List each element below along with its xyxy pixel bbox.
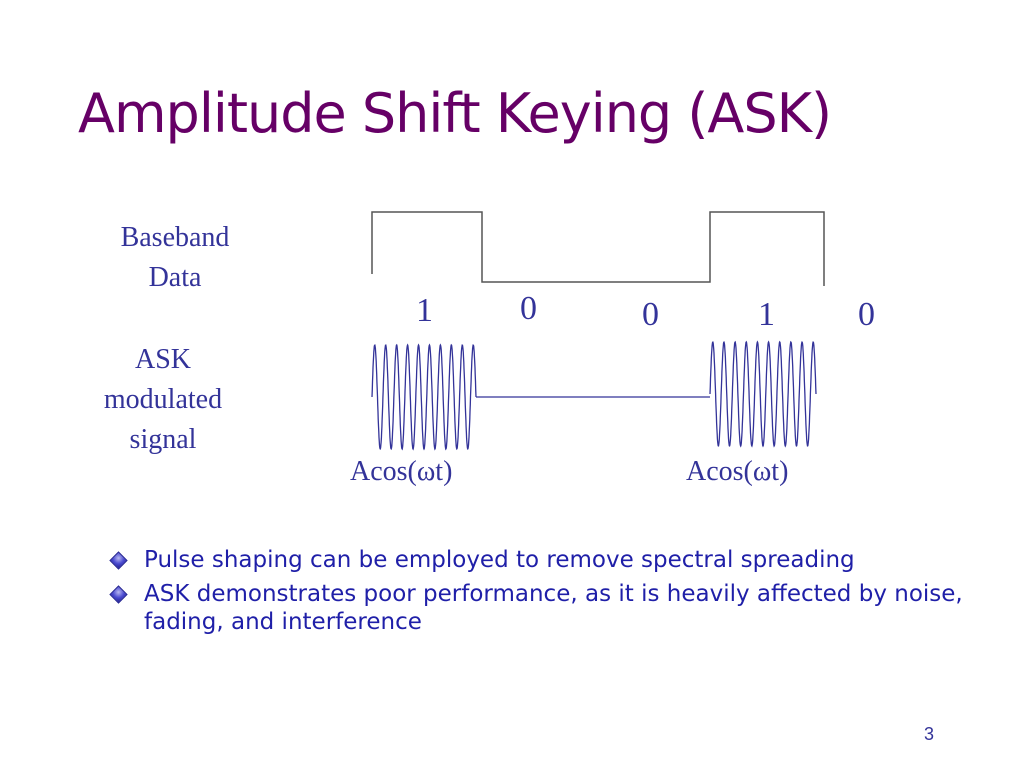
bullet-item: ASK demonstrates poor performance, as it… xyxy=(104,580,964,636)
bit-label: 1 xyxy=(758,296,775,333)
ask-carrier-burst xyxy=(371,343,477,451)
diamond-bullet-icon xyxy=(109,551,128,570)
baseband-label-line1: Baseband xyxy=(120,222,230,253)
diamond-bullet-icon xyxy=(109,585,128,604)
carrier-label: Acos(ωt) xyxy=(350,456,453,487)
ask-label-line1: ASK xyxy=(134,344,191,375)
ask-carrier-burst xyxy=(709,340,817,448)
baseband-data-label: Baseband Data xyxy=(100,218,250,298)
bit-label: 0 xyxy=(642,296,659,333)
slide-title: Amplitude Shift Keying (ASK) xyxy=(78,82,832,145)
page-number: 3 xyxy=(924,724,935,744)
bit-label: 0 xyxy=(520,290,537,327)
bit-label: 0 xyxy=(858,296,875,333)
bullet-text: ASK demonstrates poor performance, as it… xyxy=(144,581,963,635)
bullet-list: Pulse shaping can be employed to remove … xyxy=(104,546,964,642)
ask-label-line3: signal xyxy=(129,424,197,455)
bullet-item: Pulse shaping can be employed to remove … xyxy=(104,546,964,574)
bullet-text: Pulse shaping can be employed to remove … xyxy=(144,547,855,573)
bit-label: 1 xyxy=(416,292,433,329)
baseband-label-line2: Data xyxy=(148,262,202,293)
ask-signal-label: ASK modulated signal xyxy=(78,340,248,460)
carrier-label: Acos(ωt) xyxy=(686,456,789,487)
baseband-waveform xyxy=(371,211,825,286)
ask-label-line2: modulated xyxy=(103,384,223,415)
